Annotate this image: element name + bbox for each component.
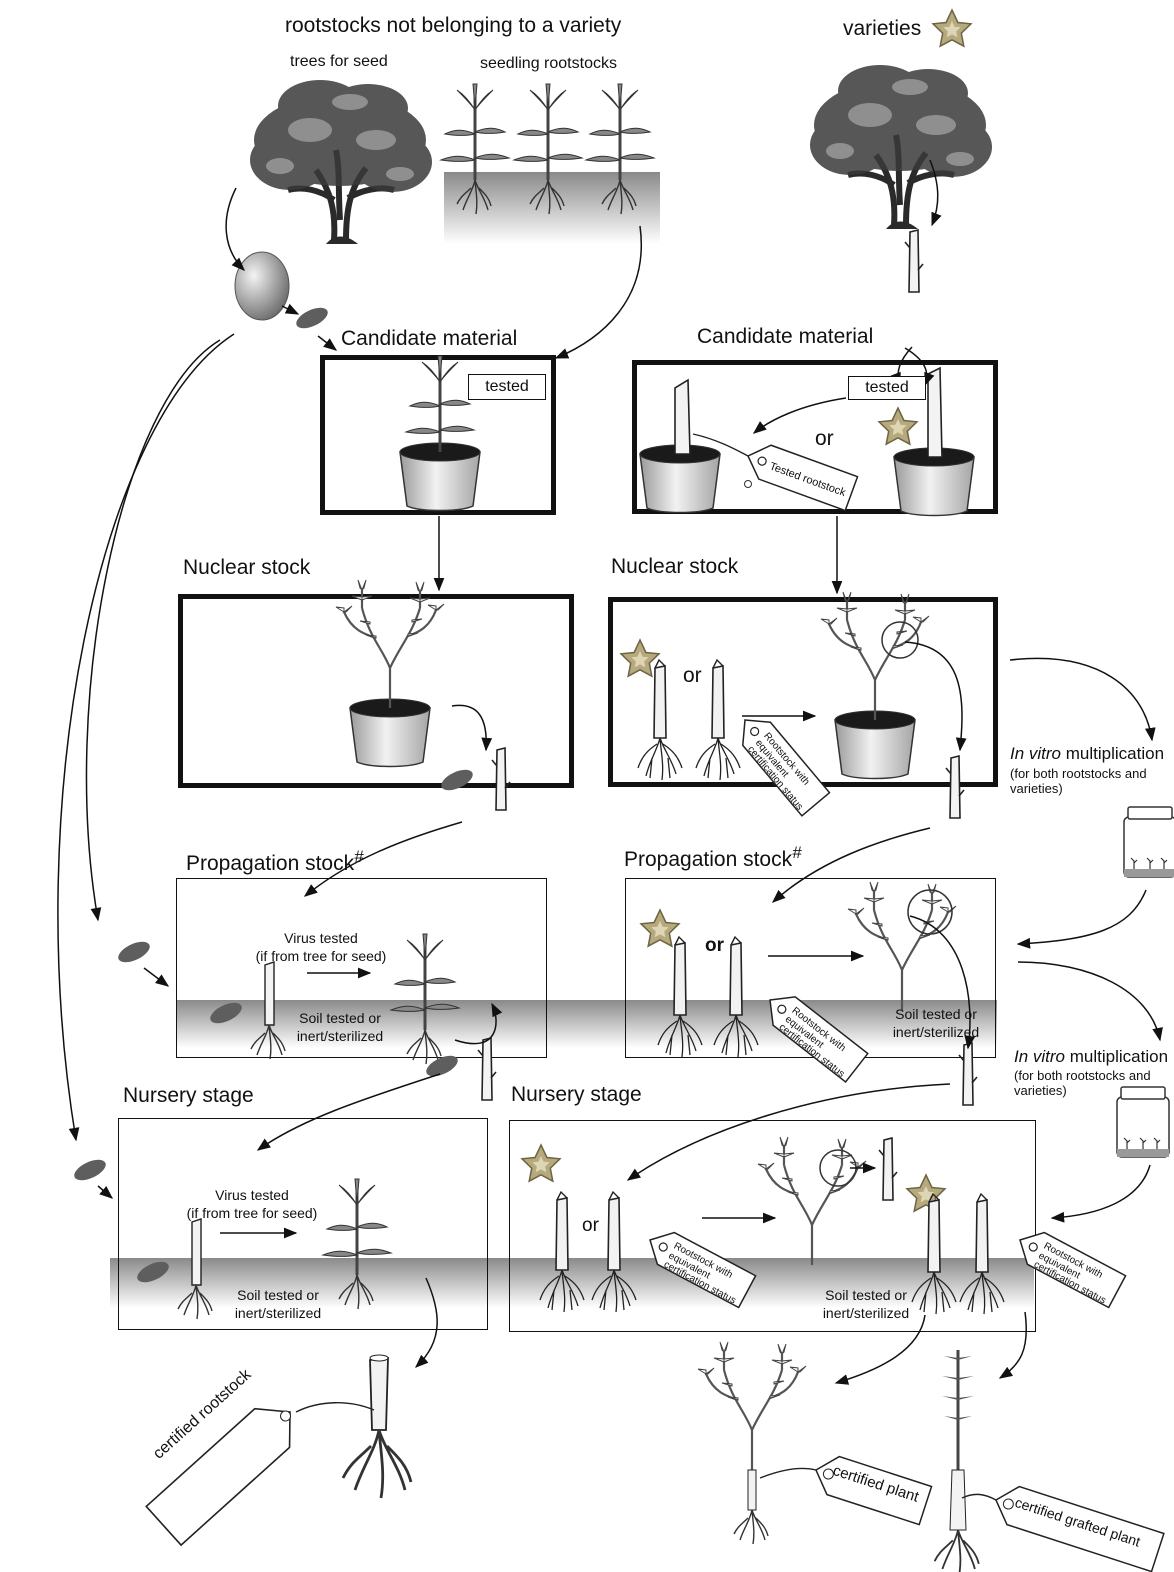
- tag-icon: Rootstock with equivalent certification …: [641, 1224, 756, 1309]
- or-label: or: [705, 935, 724, 957]
- or-label: or: [683, 664, 702, 688]
- nursery-right-title: Nursery stage: [511, 1083, 642, 1107]
- virus-tested-label-1: Virus tested: [177, 1187, 327, 1204]
- tested-label-right: tested: [848, 376, 926, 400]
- in-vitro-rest: multiplication: [1061, 744, 1164, 763]
- virus-tested-label-2: (if from tree for seed): [167, 1205, 337, 1222]
- cutting-icon: [905, 230, 923, 292]
- in-vitro-italic: In vitro: [1010, 744, 1061, 763]
- tag-icon: [146, 1393, 307, 1545]
- soil-tested-label-2: inert/sterilized: [280, 1028, 400, 1045]
- propagation-right-text: Propagation stock: [624, 848, 792, 871]
- star-icon: [621, 640, 659, 676]
- candidate-left-title: Candidate material: [341, 327, 517, 351]
- tree-for-seed-icon: [250, 80, 432, 244]
- in-vitro-note-2: varieties): [1014, 1083, 1067, 1098]
- star-icon: [879, 408, 917, 444]
- jar-icon: [1124, 807, 1174, 877]
- nuclear-left-title: Nuclear stock: [183, 556, 310, 580]
- seed-icon: [134, 1258, 172, 1287]
- seed-icon: [293, 304, 331, 333]
- seedling-icon: [323, 1179, 391, 1275]
- star-icon: [933, 10, 971, 46]
- pot-icon: [400, 443, 480, 511]
- trees-for-seed-label: trees for seed: [290, 53, 388, 71]
- pot-icon: [835, 711, 915, 779]
- in-vitro-label-1: In vitro multiplication: [1010, 744, 1164, 764]
- seed-icon: [115, 938, 153, 967]
- tag-icon: Rootstock with equivalent certification …: [758, 986, 868, 1084]
- tested-label-left: tested: [468, 374, 546, 400]
- seedling-rootstocks-label: seedling rootstocks: [480, 55, 617, 73]
- soil-tested-label-1: Soil tested or: [806, 1287, 926, 1304]
- propagation-right-title: Propagation stock#: [624, 843, 802, 872]
- seed-icon: [71, 1156, 109, 1185]
- cutting-icon: [492, 748, 510, 810]
- in-vitro-label-2: In vitro multiplication: [1014, 1047, 1168, 1067]
- soil-tested-label-2: inert/sterilized: [218, 1305, 338, 1322]
- pot-icon: [640, 445, 720, 513]
- cutting-icon: [959, 1043, 977, 1105]
- tag-icon: Tested rootstock: [742, 439, 858, 510]
- seedling-icon: [441, 84, 654, 214]
- soil-tested-label-1: Soil tested or: [280, 1010, 400, 1027]
- or-label: or: [582, 1215, 599, 1237]
- pot-icon: [894, 448, 974, 516]
- certified-plant: [698, 1342, 806, 1544]
- propagation-left-title: Propagation stock#: [186, 847, 364, 876]
- virus-tested-label-2: (if from tree for seed): [236, 948, 406, 965]
- nursery-left-title: Nursery stage: [123, 1084, 254, 1108]
- seed-icon: [423, 1052, 461, 1081]
- nuclear-right-title: Nuclear stock: [611, 555, 738, 579]
- rootstocks-title: rootstocks not belonging to a variety: [285, 14, 621, 38]
- soil-tested-label-1: Soil tested or: [876, 1006, 996, 1023]
- variety-tree-icon: [810, 65, 992, 229]
- propagation-mark: #: [792, 843, 801, 862]
- tag-icon: Rootstock with equivalent certification …: [1011, 1224, 1126, 1309]
- soil-tested-label-2: inert/sterilized: [806, 1305, 926, 1322]
- soil-tested-label-1: Soil tested or: [218, 1287, 338, 1304]
- soil-tested-label-2: inert/sterilized: [876, 1024, 996, 1041]
- in-vitro-note-2: varieties): [1010, 781, 1063, 796]
- certified-rootstock-plant: [343, 1355, 411, 1498]
- seed-icon: [235, 252, 289, 320]
- varieties-title: varieties: [843, 17, 921, 41]
- certified-grafted-plant: [935, 1350, 979, 1572]
- candidate-right-title: Candidate material: [697, 325, 873, 349]
- star-icon: [522, 1145, 560, 1181]
- in-vitro-rest: multiplication: [1065, 1047, 1168, 1066]
- in-vitro-note-1: (for both rootstocks and: [1010, 766, 1147, 781]
- or-label: or: [815, 427, 834, 451]
- cutting-icon: [478, 1038, 496, 1100]
- propagation-left-text: Propagation stock: [186, 852, 354, 875]
- cutting-icon: [879, 1138, 897, 1200]
- propagation-mark: #: [354, 847, 363, 866]
- seed-icon: [207, 999, 245, 1028]
- tag-icon: Rootstock with equivalent certification …: [730, 708, 830, 817]
- seed-icon: [438, 766, 476, 795]
- in-vitro-note-1: (for both rootstocks and: [1014, 1068, 1151, 1083]
- jar-icon: [1117, 1087, 1169, 1157]
- in-vitro-italic: In vitro: [1014, 1047, 1065, 1066]
- pot-icon: [350, 699, 430, 767]
- cutting-icon: [946, 756, 964, 818]
- star-icon: [641, 910, 679, 946]
- virus-tested-label-1: Virus tested: [246, 930, 396, 947]
